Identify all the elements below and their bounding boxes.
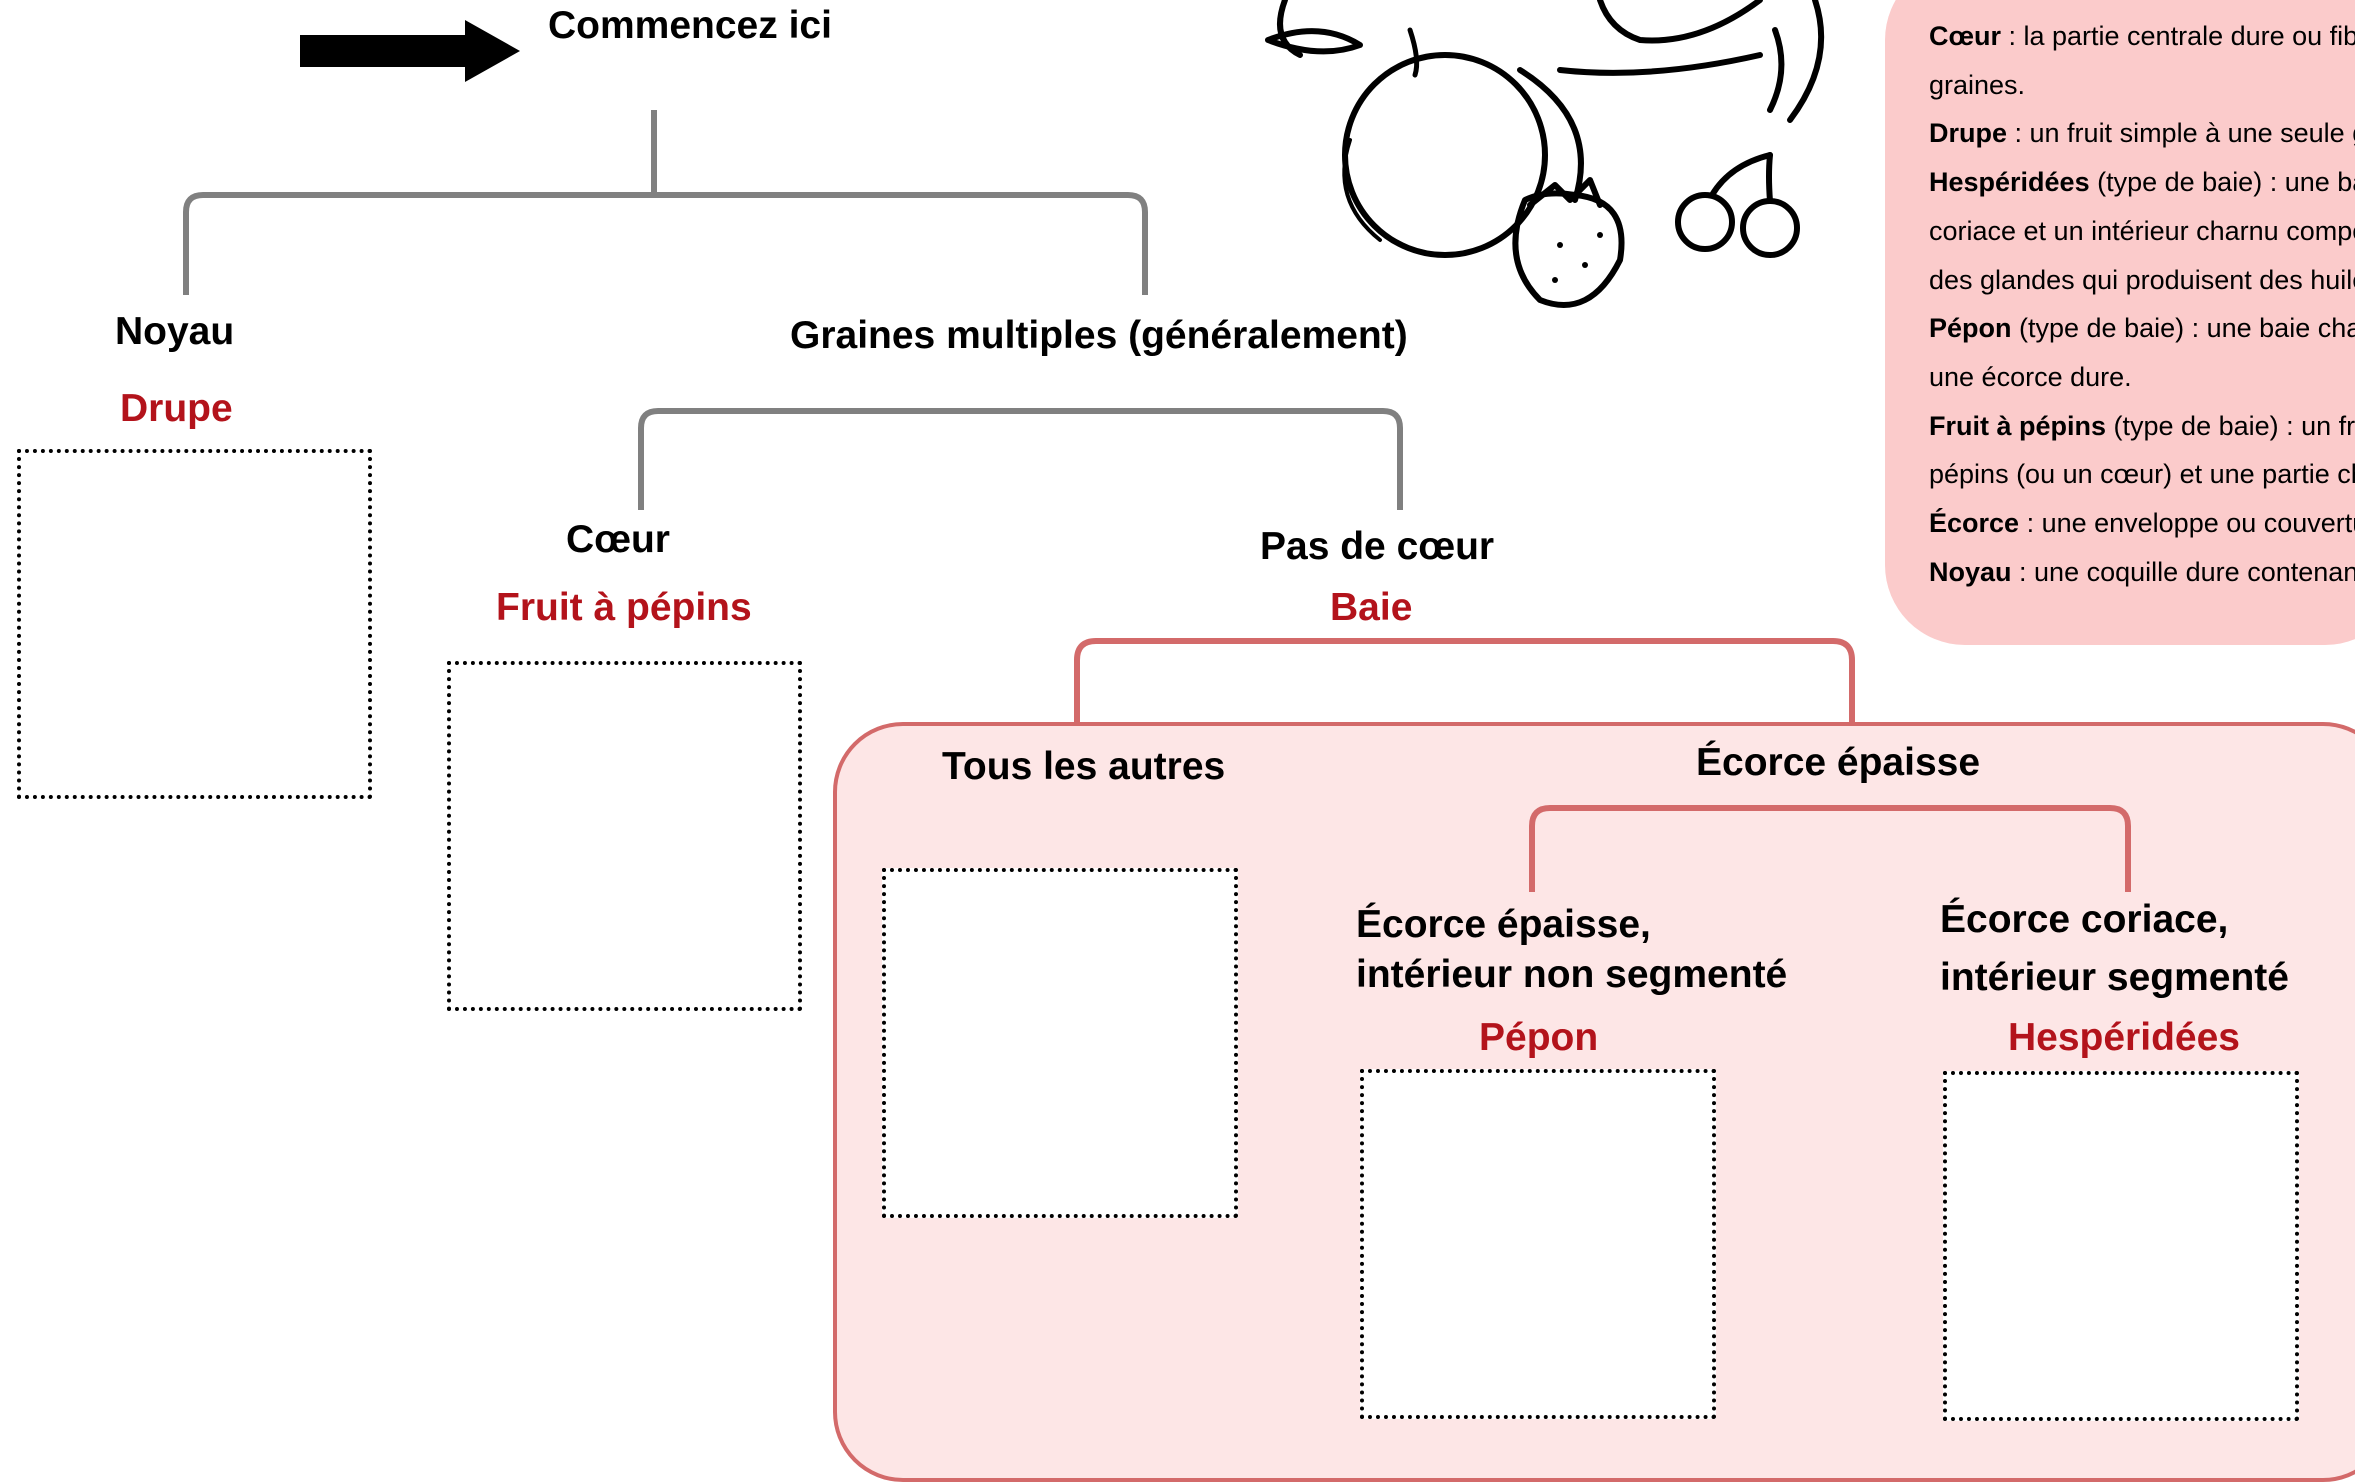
branch-label-graines-multiples: Graines multiples (généralement) [790, 314, 1408, 357]
glossary-panel: Cœur : la partie centrale dure ou fibreu… [1885, 0, 2355, 645]
drop-box-pepon[interactable] [1360, 1069, 1716, 1419]
glossary-line: Pépon (type de baie) : une baie charnue … [1929, 313, 2355, 344]
glossary-line: pépins (ou un cœur) et une partie charnu… [1929, 459, 2355, 490]
drop-box-fruit-a-pepins[interactable] [447, 661, 802, 1011]
category-hesperidees: Hespéridées [2008, 1016, 2240, 1059]
drop-box-tous-les-autres[interactable] [882, 868, 1238, 1218]
category-fruit-a-pepins: Fruit à pépins [496, 586, 752, 629]
branch-label-pepon-line2: intérieur non segmenté [1356, 953, 1788, 996]
start-label: Commencez ici [548, 4, 832, 47]
glossary-line: Fruit à pépins (type de baie) : un fruit… [1929, 410, 2355, 441]
branch-label-hesperidees-line2: intérieur segmenté [1940, 956, 2289, 999]
fruit-illustration [1265, 0, 1825, 308]
glossary-line: Cœur : la partie centrale dure ou fibreu… [1929, 21, 2355, 51]
branch-label-ecorce-epaisse: Écorce épaisse [1696, 741, 1981, 784]
glossary-line: Drupe : un fruit simple à une seule grai… [1929, 118, 2355, 149]
category-baie: Baie [1330, 586, 1413, 629]
glossary-line: Hespéridées (type de baie) : une baie ay… [1929, 167, 2355, 198]
glossary-line: des glandes qui produisent des huiles. [1929, 264, 2355, 295]
branch-label-pepon-line1: Écorce épaisse, [1356, 903, 1651, 946]
branch-label-pas-de-coeur: Pas de cœur [1260, 525, 1495, 568]
connector-lines [183, 0, 2131, 892]
category-drupe: Drupe [120, 387, 233, 430]
arrow-right-icon [300, 20, 520, 82]
drop-box-drupe[interactable] [17, 449, 372, 799]
glossary-line: coriace et un intérieur charnu composé d… [1929, 215, 2355, 246]
glossary-line: graines. [1929, 69, 2026, 100]
drop-box-hesperidees[interactable] [1943, 1071, 2299, 1421]
glossary-line: Écorce : une enveloppe ou couverture ext… [1929, 508, 2355, 539]
branch-label-tous-les-autres: Tous les autres [942, 745, 1226, 788]
glossary-list: Cœur : la partie centrale dure ou fibreu… [1929, 12, 2355, 596]
branch-label-hesperidees-line1: Écorce coriace, [1940, 898, 2229, 941]
glossary-line: une écorce dure. [1929, 361, 2132, 392]
branch-label-coeur: Cœur [566, 518, 670, 561]
glossary-line: Noyau : une coquille dure contenant une … [1929, 556, 2355, 587]
branch-label-noyau: Noyau [115, 310, 235, 353]
category-pepon: Pépon [1479, 1016, 1599, 1059]
